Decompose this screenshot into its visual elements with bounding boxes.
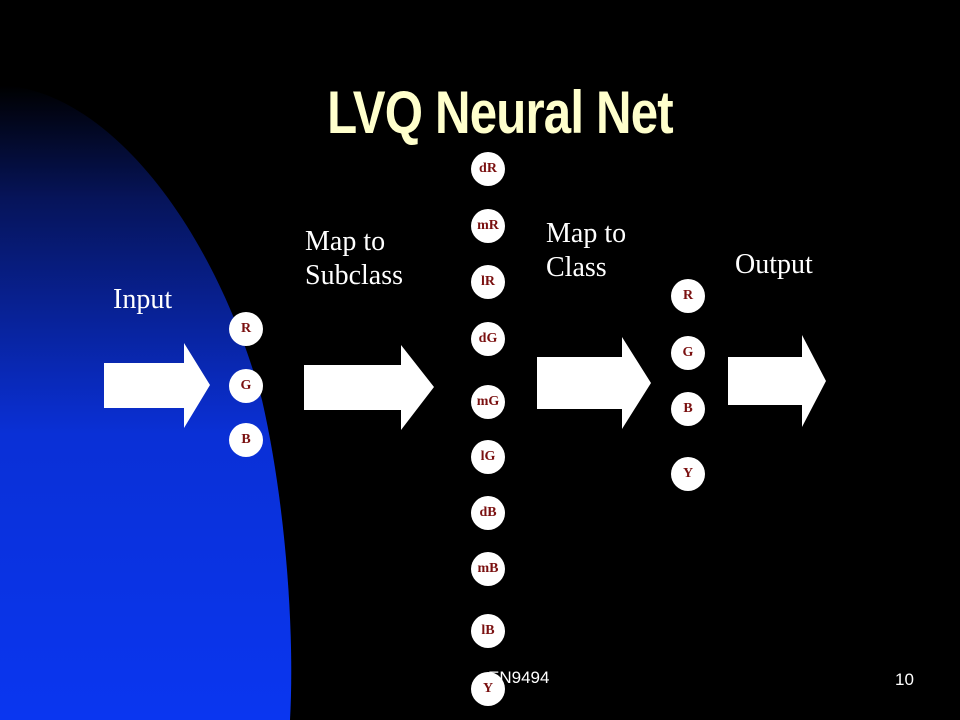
input-arrow [104,343,210,428]
subclass-node-mb: mB [471,552,505,586]
map-to-subclass-line-1: Map to [305,226,386,257]
class-node-b: B [671,392,705,426]
slide-title: LVQ Neural Net [327,79,674,146]
map-to-subclass-arrow [304,345,434,430]
class-node-g: G [671,336,705,370]
map-to-class-line-1: Map to [546,218,627,249]
subclass-node-y: Y [471,672,505,706]
map-to-class-arrow [537,337,651,429]
output-arrow [728,335,826,427]
map-to-subclass-line-2: Subclass [305,260,403,291]
subclass-node-lb: lB [471,614,505,648]
subclass-node-mr: mR [471,209,505,243]
map-to-class-line-2: Class [546,252,607,283]
input-node-r: R [229,312,263,346]
subclass-node-lg: lG [471,440,505,474]
input-label: Input [113,284,173,315]
subclass-node-dg: dG [471,322,505,356]
map-to-subclass-label: Map to Subclass [305,225,403,293]
map-to-class-label: Map to Class [546,217,626,285]
subclass-node-db: dB [471,496,505,530]
input-node-b: B [229,423,263,457]
subclass-node-lr: lR [471,265,505,299]
class-node-r: R [671,279,705,313]
output-label: Output [735,249,813,280]
slide-number: 10 [895,670,914,689]
subclass-node-mg: mG [471,385,505,419]
class-node-y: Y [671,457,705,491]
footer-course-code: EN9494 [488,668,550,687]
input-node-g: G [229,369,263,403]
subclass-node-dr: dR [471,152,505,186]
